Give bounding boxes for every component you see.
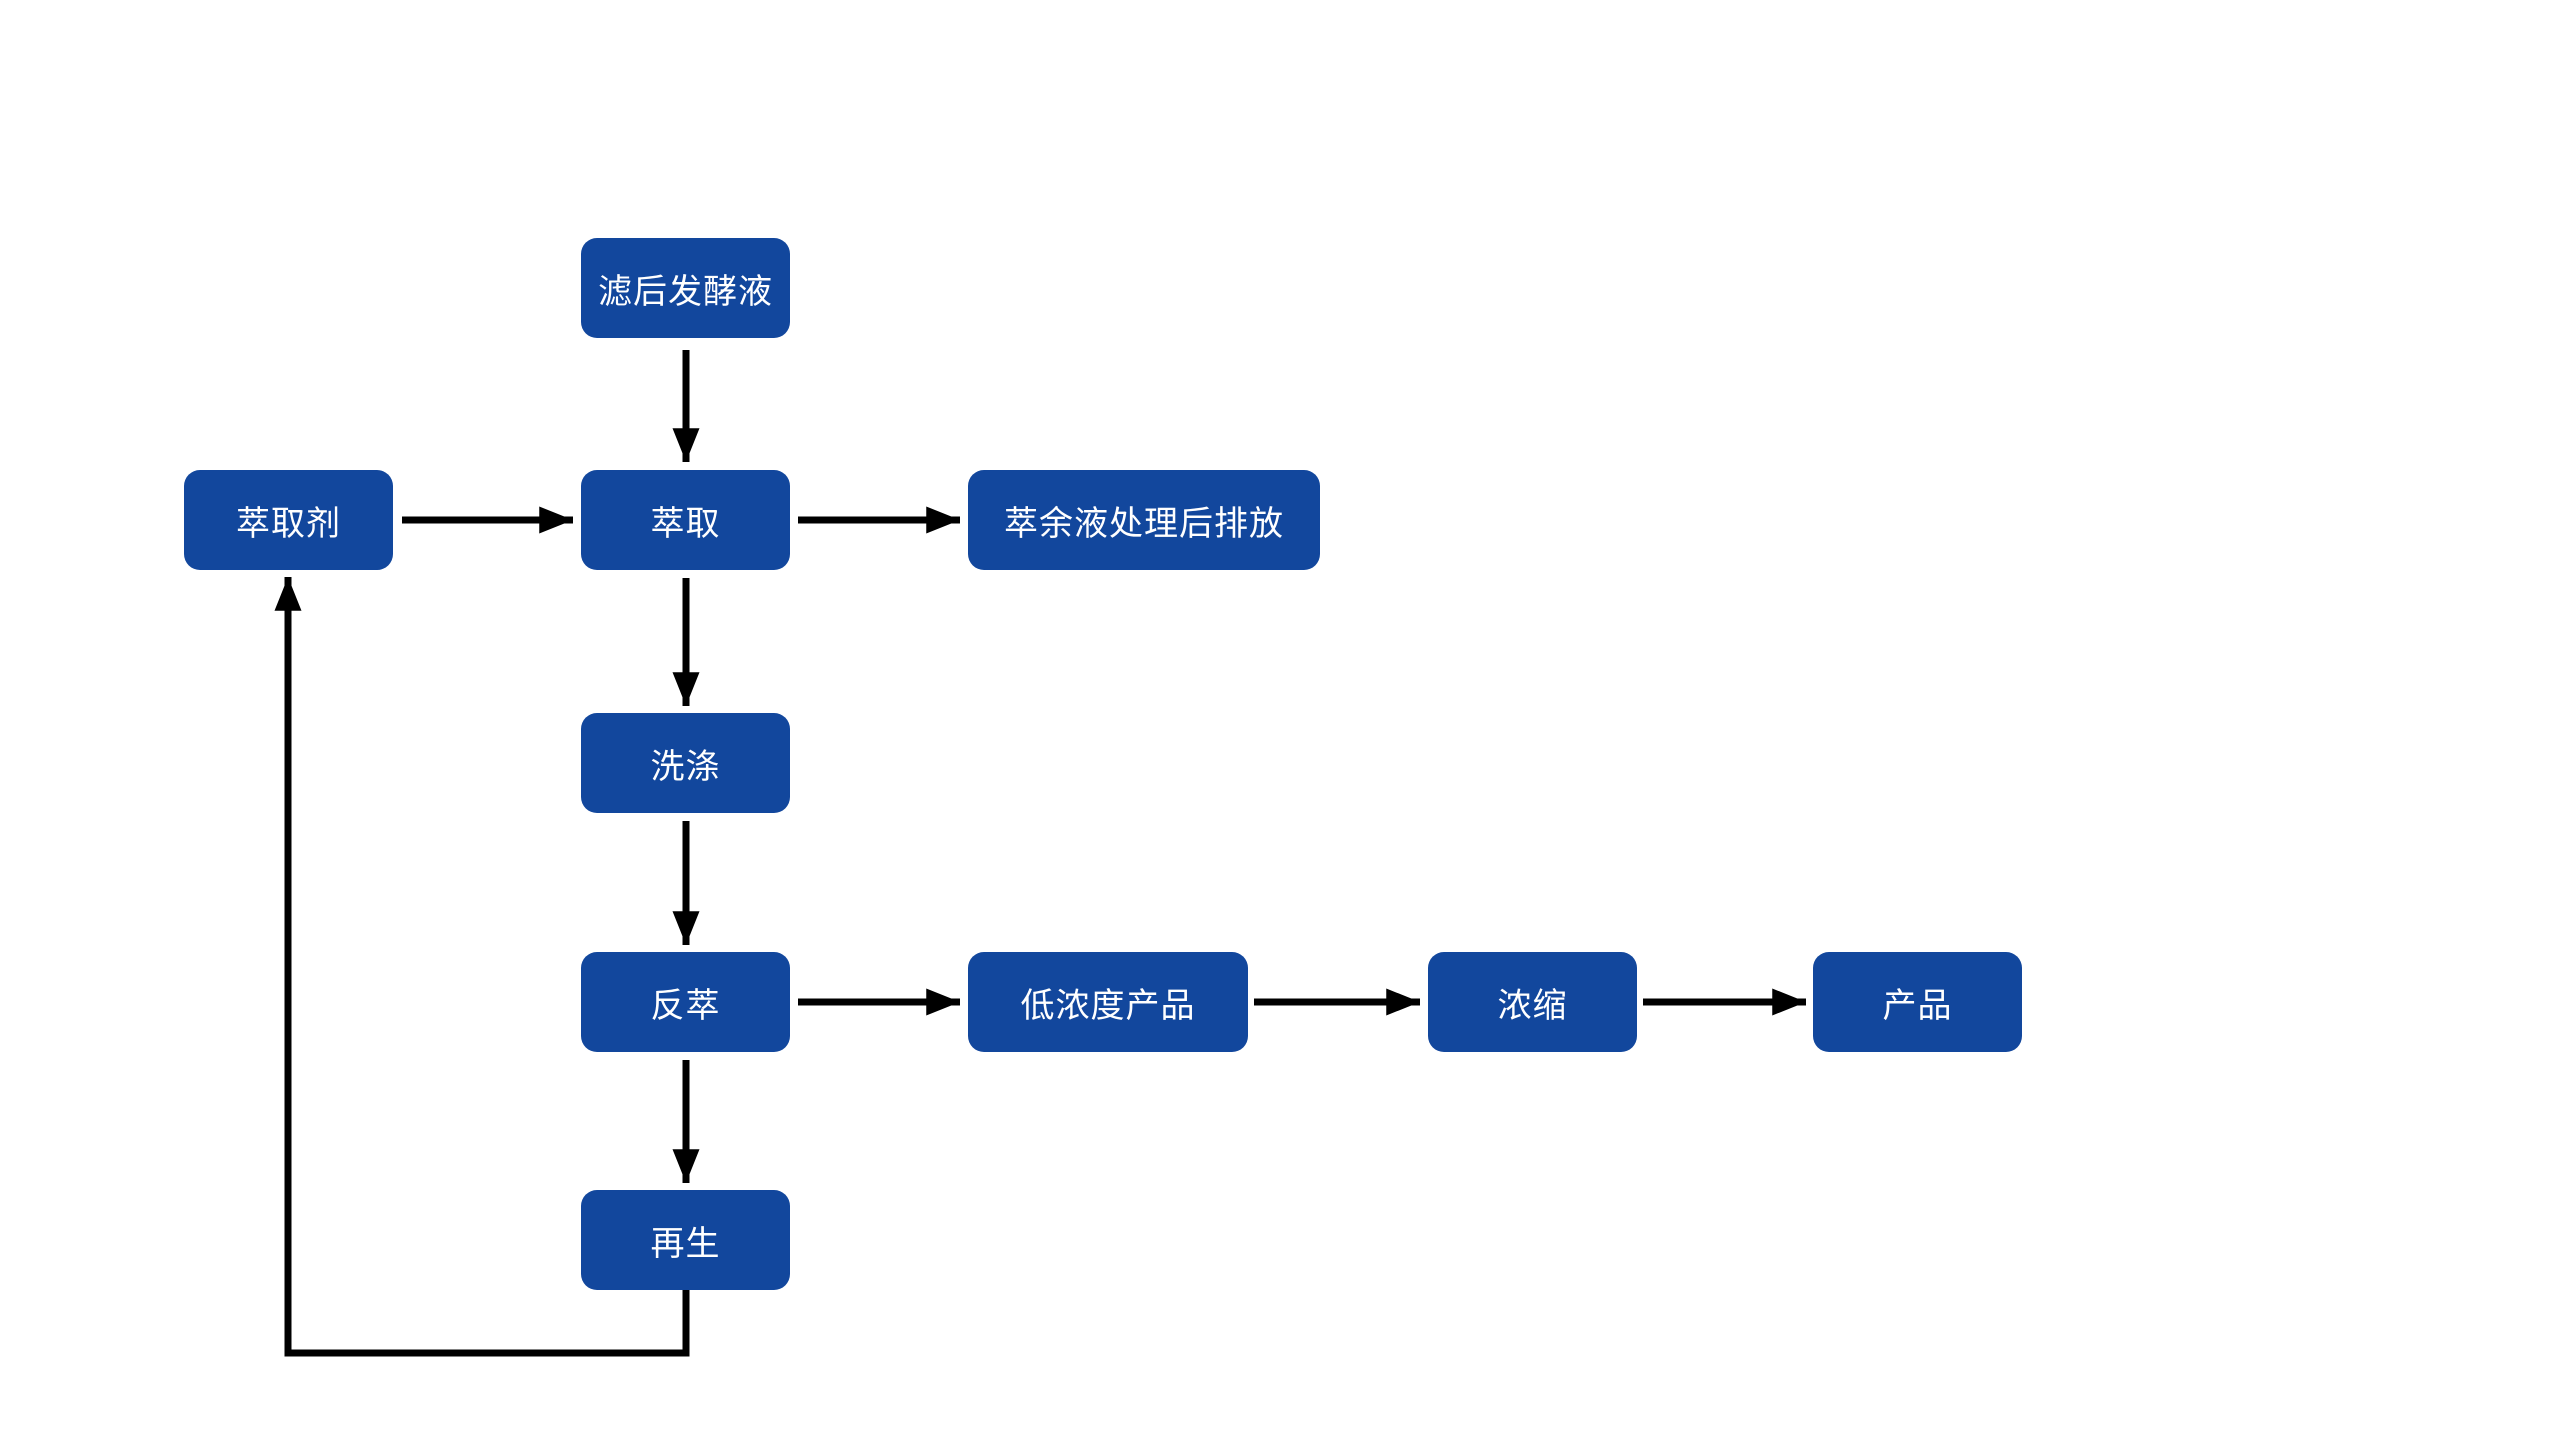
edge-regeneration-to-extractant <box>274 577 690 1357</box>
node-washing: 洗涤 <box>581 713 790 813</box>
node-extraction: 萃取 <box>581 470 790 570</box>
node-extractant: 萃取剂 <box>184 470 393 570</box>
node-regeneration: 再生 <box>581 1190 790 1290</box>
node-product: 产品 <box>1813 952 2022 1052</box>
node-concentration: 浓缩 <box>1428 952 1637 1052</box>
node-raffinate-discharge: 萃余液处理后排放 <box>968 470 1320 570</box>
node-back-extraction: 反萃 <box>581 952 790 1052</box>
node-low-concentration-product: 低浓度产品 <box>968 952 1248 1052</box>
node-filtered-fermentation-broth: 滤后发酵液 <box>581 238 790 338</box>
